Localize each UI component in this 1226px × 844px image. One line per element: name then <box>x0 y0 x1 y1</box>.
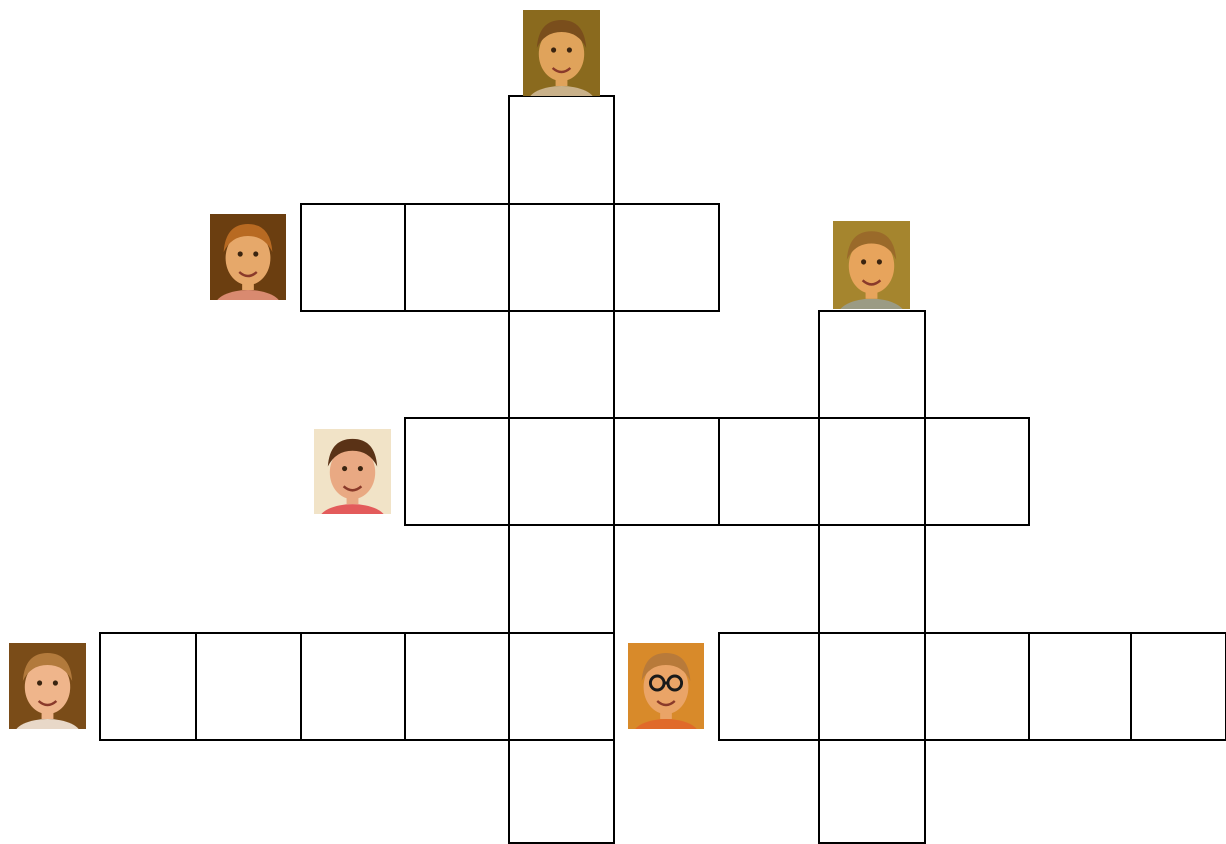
crossword-cell[interactable] <box>404 417 510 526</box>
crossword-cell[interactable] <box>718 417 820 526</box>
crossword-cell[interactable] <box>613 417 720 526</box>
crossword-cell[interactable] <box>508 203 615 312</box>
crossword-cell[interactable] <box>300 632 406 741</box>
crossword-cell[interactable] <box>718 632 820 741</box>
crossword-cell[interactable] <box>99 632 197 741</box>
crossword-cell[interactable] <box>508 417 615 526</box>
crossword-cell[interactable] <box>508 739 615 844</box>
crossword-cell[interactable] <box>1028 632 1132 741</box>
crossword-cell[interactable] <box>818 739 926 844</box>
crossword-cell[interactable] <box>818 632 926 741</box>
crossword-cell[interactable] <box>818 417 926 526</box>
crossword-cell[interactable] <box>508 310 615 419</box>
child-photo-boy-icon <box>523 10 600 96</box>
crossword-cell[interactable] <box>818 310 926 419</box>
crossword-cell[interactable] <box>1130 632 1226 741</box>
crossword-cell[interactable] <box>300 203 406 312</box>
child-photo-boy-with-glasses-icon <box>628 643 704 729</box>
child-photo-boy-icon <box>833 221 910 309</box>
crossword-cell[interactable] <box>818 524 926 634</box>
crossword-cell[interactable] <box>195 632 302 741</box>
crossword-cell[interactable] <box>508 632 615 741</box>
child-photo-girl-icon <box>9 643 86 729</box>
crossword-cell[interactable] <box>404 632 510 741</box>
crossword-cell[interactable] <box>404 203 510 312</box>
crossword-cell[interactable] <box>924 417 1030 526</box>
crossword-cell[interactable] <box>508 95 615 205</box>
child-photo-girl-icon <box>210 214 286 300</box>
crossword-cell[interactable] <box>508 524 615 634</box>
crossword-cell[interactable] <box>924 632 1030 741</box>
child-photo-girl-icon <box>314 429 391 514</box>
crossword-cell[interactable] <box>613 203 720 312</box>
